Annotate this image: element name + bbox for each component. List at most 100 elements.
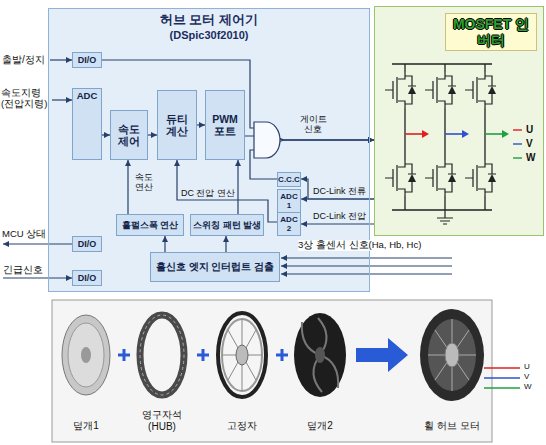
stator-tire — [218, 313, 266, 397]
signal-arrow — [52, 99, 72, 100]
connector — [197, 124, 205, 125]
switching-pattern-box: 스위칭 패턴 발생 — [190, 214, 264, 236]
box-label: 홀펄스폭 연산 — [122, 220, 179, 230]
phase-arrowhead — [502, 130, 509, 138]
box-label: DI/O — [78, 55, 97, 65]
motor-wire — [484, 367, 520, 369]
phase-wire — [513, 157, 522, 158]
phase-name: W — [526, 152, 535, 164]
plus-sign — [197, 349, 209, 361]
signal-name: MCU 상태 — [2, 229, 46, 240]
signal-name: 출발/정지 — [2, 54, 45, 66]
photo-strip — [52, 300, 492, 442]
phase-name: U — [526, 124, 533, 136]
cover1-disc — [62, 315, 110, 395]
phase-name: V — [524, 372, 529, 381]
panel-title: MOSFET 인버터 — [445, 13, 537, 51]
cover2-blades — [302, 318, 338, 392]
mosfet-symbol — [465, 160, 496, 196]
signal-arrow — [50, 59, 72, 60]
phase-output — [485, 133, 503, 135]
edge-label: 게이트 신호 — [296, 114, 330, 135]
adc-box: ADC — [72, 88, 102, 160]
stator-rim — [222, 319, 262, 391]
edge-label: DC-Link 전류 — [313, 186, 366, 196]
connector — [301, 223, 374, 224]
box-label: 듀티 계산 — [160, 113, 194, 137]
connector — [164, 236, 165, 252]
mosfet-symbol — [425, 72, 456, 108]
cover2-disc — [294, 313, 346, 397]
magnet-ring — [140, 315, 184, 395]
part-name: 고정자 — [214, 420, 270, 432]
part-name: 덮개2 — [295, 420, 345, 432]
and-gate — [254, 122, 280, 158]
box-label: 스위칭 패턴 발생 — [193, 220, 261, 230]
ccc-box: C.C.C — [277, 172, 301, 187]
box-label: 홀신호 엣지 인터럽트 검출 — [156, 261, 274, 273]
plus-sign — [118, 349, 130, 361]
speed-control-box: 속도 제어 — [110, 110, 148, 160]
box-label: ADC — [77, 91, 98, 102]
hall-signal-line — [281, 273, 452, 274]
dio-box: DI/O — [72, 236, 102, 252]
hall-edge-box: 홀신호 엣지 인터럽트 검출 — [150, 252, 280, 282]
signal-arrow — [3, 277, 72, 278]
magnet-segments — [140, 315, 184, 395]
dio-box: DI/O — [72, 270, 102, 286]
plus-sign — [276, 349, 288, 361]
signal-name: 3상 홀센서 신호(Ha, Hb, Hc) — [298, 240, 421, 251]
hub-motor-rim — [428, 319, 476, 391]
box-label: DI/O — [78, 239, 97, 249]
hall-pulse-box: 홀펄스폭 연산 — [116, 214, 184, 236]
connector — [102, 134, 110, 135]
connector — [127, 160, 128, 214]
mosfet-symbol — [385, 72, 416, 108]
cover1-inner — [68, 323, 104, 387]
mosfet-symbol — [425, 160, 456, 196]
phase-name: V — [526, 138, 533, 150]
hub-motor-hub — [445, 343, 459, 367]
motor-wire — [484, 377, 520, 379]
phase-name: W — [524, 382, 532, 391]
box-label: DI/O — [78, 273, 97, 283]
panel-subtitle: (DSpic30f2010) — [170, 29, 249, 43]
connector — [301, 179, 374, 199]
signal-name: 긴급신호 — [3, 264, 43, 276]
stator-spokes — [222, 319, 262, 391]
pwm-port-box: PWM 포트 — [205, 90, 245, 160]
box-label: C.C.C — [278, 175, 300, 184]
phase-name: U — [524, 362, 530, 371]
adc-box: ADC 2 — [277, 212, 301, 236]
phase-output — [445, 133, 463, 135]
part-name: 휠 허브 모터 — [414, 420, 490, 432]
phase-wire — [513, 129, 522, 130]
hall-signal-line — [281, 265, 452, 266]
assembly-arrow — [356, 338, 408, 372]
edge-label: DC 전압 연산 — [181, 188, 235, 198]
connector — [225, 236, 226, 252]
phase-arrowhead — [422, 130, 429, 138]
connector — [237, 160, 238, 214]
cover1-hub — [81, 347, 91, 363]
part-name: 덮개1 — [61, 420, 111, 432]
box-label: ADC 1 — [280, 192, 298, 210]
phase-arrowhead — [462, 130, 469, 138]
adc-box: ADC 1 — [277, 189, 301, 213]
inverter-panel: MOSFET 인버터 — [374, 6, 544, 236]
edge-label: DC-Link 전압 — [313, 211, 366, 221]
signal-arrow — [3, 243, 72, 244]
part-name: 영구자석 (HUB) — [134, 409, 190, 432]
hall-signal-line — [281, 257, 452, 258]
dio-box: DI/O — [72, 52, 102, 68]
motor-wire — [484, 387, 520, 389]
signal-name: 속도지령 (전압지령) — [1, 88, 48, 110]
ground-symbol — [437, 210, 453, 224]
edge-label: 속도 연산 — [133, 172, 155, 193]
cover2-hub — [315, 347, 325, 363]
connector — [148, 134, 157, 135]
mosfet-symbol — [385, 160, 416, 196]
connector — [177, 160, 277, 222]
